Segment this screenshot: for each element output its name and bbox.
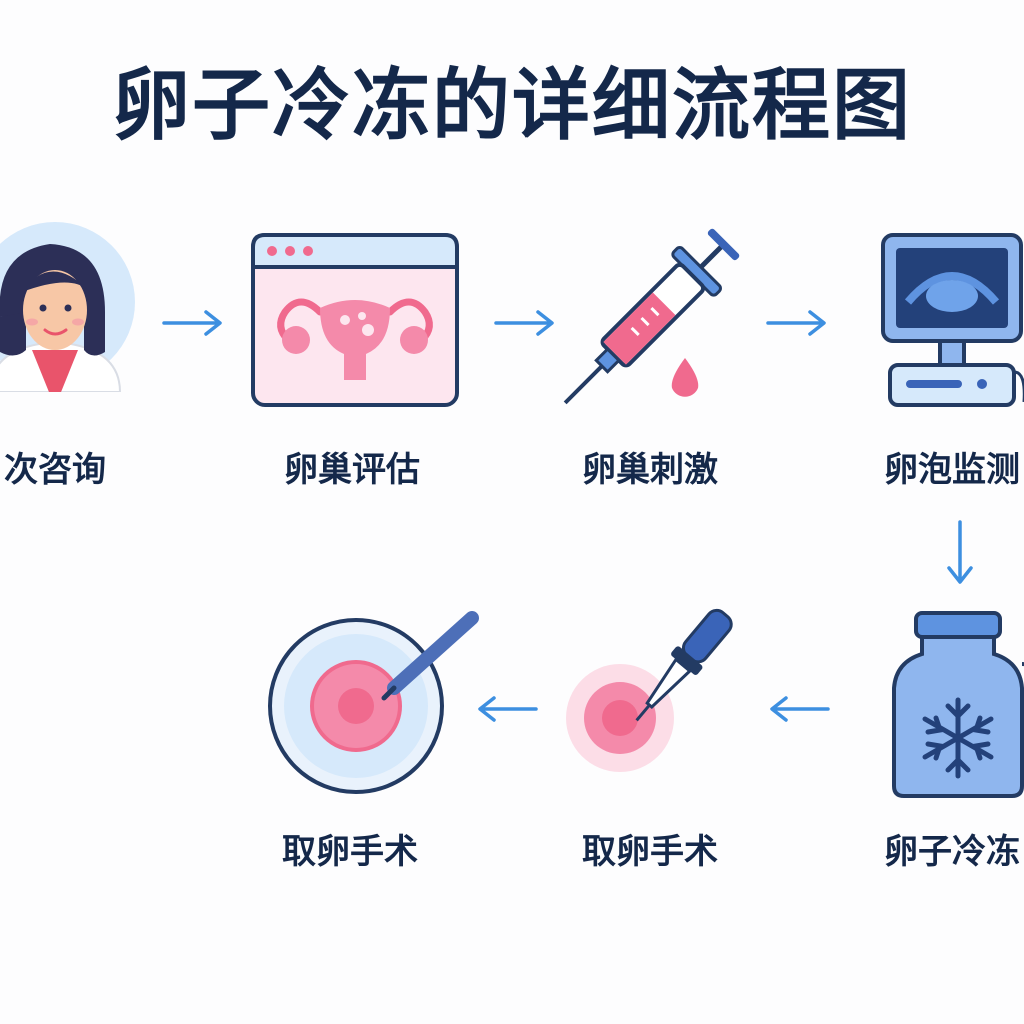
diagram-title: 卵子冷冻的详细流程图 <box>111 61 912 151</box>
step-label: 卵子冷冻 <box>884 832 1020 872</box>
arrow-right-icon <box>766 310 826 336</box>
freezer-tank-icon <box>888 610 1024 800</box>
step-label: 卵巢刺激 <box>582 450 718 490</box>
arrow-right-icon <box>494 310 554 336</box>
uterus-screen-icon <box>250 232 460 408</box>
step-label: 次咨询 <box>4 450 106 490</box>
step-label: 取卵手术 <box>282 832 418 872</box>
arrow-left-icon <box>770 696 830 722</box>
step-label: 卵巢评估 <box>284 450 420 490</box>
pipette-egg-icon <box>566 600 742 780</box>
petri-dish-egg-icon <box>266 606 482 796</box>
step-label: 卵泡监测 <box>884 450 1020 490</box>
doctor-icon <box>0 222 140 407</box>
arrow-down-icon <box>947 520 973 584</box>
arrow-left-icon <box>478 696 538 722</box>
syringe-icon <box>560 228 740 410</box>
arrow-right-icon <box>162 310 222 336</box>
step-label: 取卵手术 <box>582 832 718 872</box>
ultrasound-monitor-icon <box>880 232 1024 410</box>
